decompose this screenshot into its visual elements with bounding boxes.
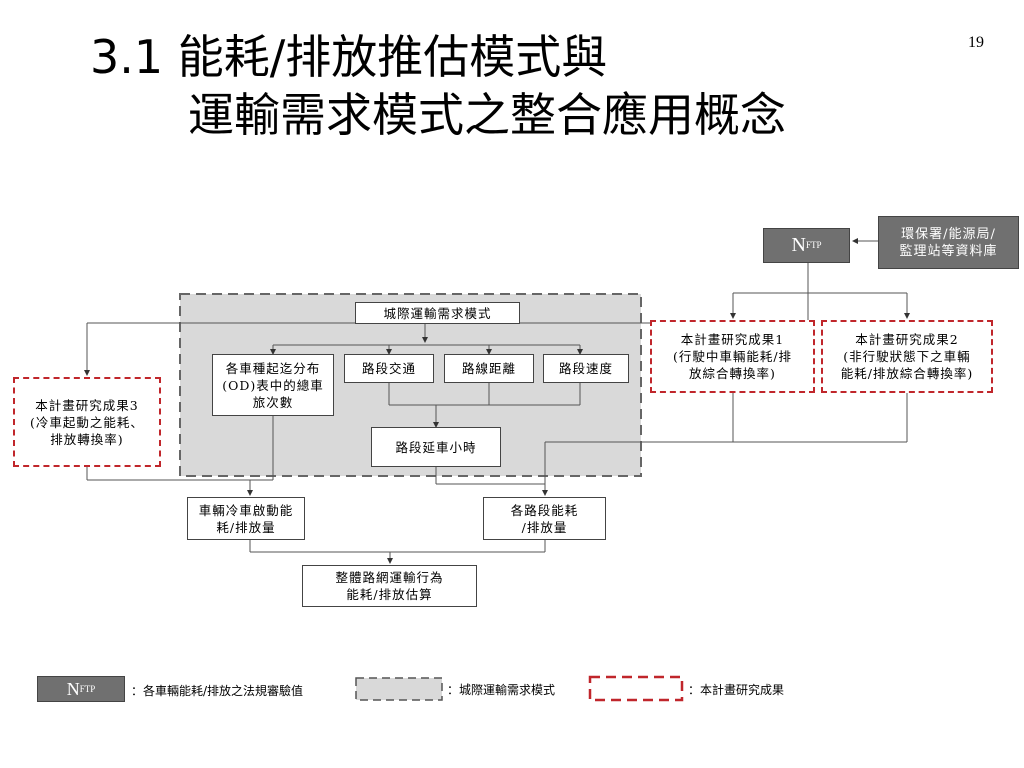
cold-start-box: 車輛冷車啟動能 耗/排放量 [187,497,305,540]
nftp-main-text: N [791,234,806,256]
road-speed-box: 路段速度 [543,354,629,383]
nftp-sub-text: FTP [805,240,822,250]
road-traffic-box: 路段交通 [344,354,434,383]
legend-nftp-label: ：各車輛能耗/排放之法規審驗值 [131,684,304,698]
network-estimate-box: 整體路網運輸行為 能耗/排放估算 [302,565,477,607]
route-distance-box: 路線距離 [444,354,534,383]
legend-demand-swatch [355,677,443,701]
legend-demand-label: ：城際運輸需求模式 [447,683,556,697]
legend-nftp-sub: FTP [79,683,96,694]
legend-result-swatch [588,675,684,702]
delay-hours-box: 路段延車小時 [371,427,501,467]
research-result-2: 本計畫研究成果2 (非行駛狀態下之車輛 能耗/排放綜合轉換率) [821,320,993,393]
database-box: 環保署/能源局/ 監理站等資料庫 [878,216,1019,269]
title-line-2: 運輸需求模式之整合應用概念 [188,88,786,142]
page-number: 19 [968,34,984,51]
page-title: 3.1 能耗/排放推估模式與 運輸需求模式之整合應用概念 [90,28,786,144]
od-table-box: 各車種起迄分布 (OD)表中的總車 旅次數 [212,354,334,416]
research-result-3: 本計畫研究成果3 (冷車起動之能耗、 排放轉換率) [13,377,161,467]
research-result-1: 本計畫研究成果1 (行駛中車輛能耗/排 放綜合轉換率) [650,320,815,393]
legend-nftp-main: N [66,678,80,699]
legend-result-label: ：本計畫研究成果 [688,683,785,697]
demand-model-box: 城際運輸需求模式 [355,302,520,324]
title-line-1: 3.1 能耗/排放推估模式與 [90,30,608,84]
segment-energy-box: 各路段能耗 /排放量 [483,497,606,540]
